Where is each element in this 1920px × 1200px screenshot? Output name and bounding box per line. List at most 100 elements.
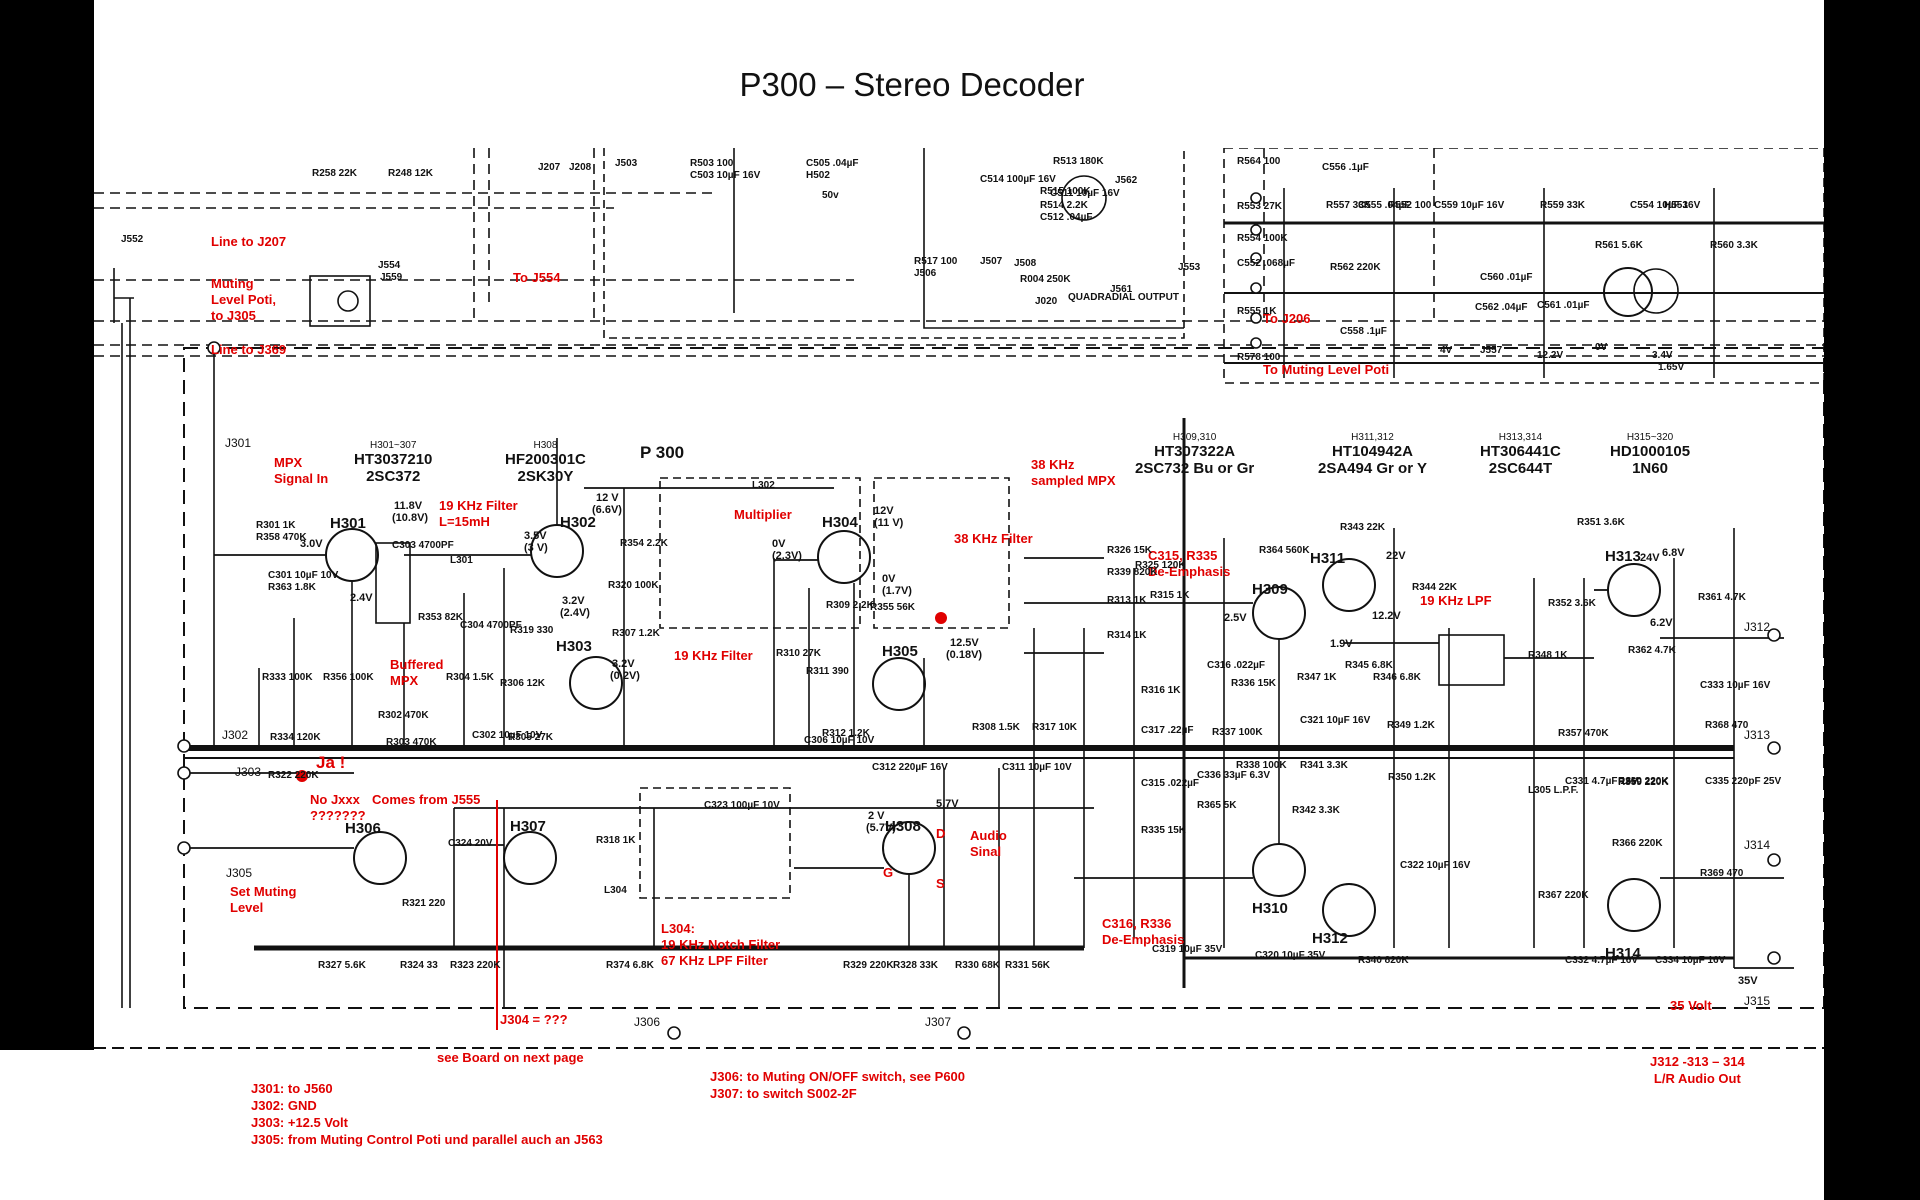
jack-label-j305: J305 [226,866,253,880]
voltage-label: 6.8V [1662,547,1685,559]
upper-component-label: J207 [538,162,561,173]
component-label: R321 220 [402,898,446,909]
note-fet-g: G [883,865,894,880]
note-j304: J304 = ??? [500,1012,568,1027]
component-label: R303 470K [386,737,437,748]
component-label: R318 1K [596,835,636,846]
voltage-label: (5.7V) [866,822,896,834]
component-label: C334 10µF 16V [1655,955,1726,966]
voltage-label: (0.2V) [610,670,640,682]
component-label: R366 220K [1612,838,1663,849]
upper-module [603,148,1824,384]
upper-component-label: J507 [980,256,1003,267]
component-label: C336 33µF 6.3V [1197,770,1271,781]
note-35-volt: 35 Volt [1670,998,1712,1013]
upper-component-label: C505 .04µF [806,158,859,169]
voltage-label: 35V [1738,975,1758,987]
upper-component-label: H553 [1664,200,1688,211]
upper-component-label: J020 [1035,296,1058,307]
voltage-label: 24V [1640,552,1660,564]
voltage-label: 2.4V [350,592,373,604]
transistor-label-h302: H302 [560,514,596,531]
component-label: R310 27K [776,648,822,659]
p300-board-frame [183,347,1824,1009]
upper-component-label: J506 [914,268,937,279]
upper-component-label: R553 27K [1237,201,1283,212]
upper-component-label: R578 100 [1237,352,1281,363]
component-label: R367 220K [1538,890,1589,901]
component-label: C324 20V [448,838,493,849]
voltage-label: 2.5V [1224,612,1247,624]
voltage-label: 0V [882,573,896,585]
component-label: R350 1.2K [1388,772,1436,783]
jack-label-j307: J307 [925,1015,952,1029]
marker-dot-38k [935,612,947,624]
upper-component-label: R555 1K [1237,306,1277,317]
upper-component-label: 50v [822,190,839,201]
component-label: R316 1K [1141,685,1181,696]
component-label: R333 100K [262,672,313,683]
component-label: R317 10K [1032,722,1078,733]
upper-component-label: C562 .04µF [1475,302,1528,313]
filter-blocks [375,477,1505,899]
component-label: R330 68K [955,960,1001,971]
component-label: C332 4.7µF 16V [1565,955,1639,966]
component-label: R369 470 [1700,868,1744,879]
upper-component-label: R514 2.2K [1040,200,1088,211]
transistor-label-h305: H305 [882,643,918,660]
upper-component-label: R562 220K [1330,262,1381,273]
transistor-label-h307: H307 [510,818,546,835]
note-fet-s: S [936,876,945,891]
marker-dot-ja [296,770,308,782]
transistor-label-h309: H309 [1252,581,1288,598]
transistor-header-4: H311,312 HT104942A 2SA494 Gr or Y [1318,432,1427,477]
component-label: R344 22K [1412,582,1458,593]
voltage-label: (1.7V) [882,585,912,597]
jack-points [177,341,1781,1040]
upper-component-label: 12.2V [1537,350,1564,361]
note-line-j207: Line to J207 [211,234,287,249]
upper-component-label: 1.65V [1658,362,1685,373]
upper-component-label: J503 [615,158,638,169]
transistor-label-h306: H306 [345,820,381,837]
upper-component-label: J508 [1014,258,1037,269]
component-label: R334 120K [270,732,321,743]
upper-component-label: R004 250K [1020,274,1071,285]
component-label: R301 1K [256,520,296,531]
upper-component-label: R561 5.6K [1595,240,1643,251]
note-no-jxxx: No Jxxx??????? [310,792,366,823]
page-title: P300 – Stereo Decoder [739,66,1085,103]
scan-right-border [1824,0,1920,1200]
transistor-label-h301: H301 [330,515,366,532]
voltage-label: 5.7V [936,798,959,810]
component-label: C302 10µF 10V [472,730,543,741]
note-to-j554: To J554 [513,270,561,285]
voltage-label: 12 V [596,492,619,504]
component-label: R329 220K [843,960,894,971]
quadradial-output [113,268,371,327]
component-label: R347 1K [1297,672,1337,683]
upper-component-label: C559 10µF 16V [1434,200,1505,211]
jack-label-j312: J312 [1744,620,1771,634]
component-label: R360 220K [1618,776,1669,787]
component-label: R342 3.3K [1292,805,1340,816]
upper-component-label: J562 [1115,175,1138,186]
upper-component-label: C511 10µF 16V [1050,188,1120,199]
component-label: R313 1K [1107,595,1147,606]
upper-component-label: R248 12K [388,168,434,179]
transistor-header-1: H301~307 HT3037210 2SC372 [354,440,433,485]
upper-component-label: C552 .068µF [1237,258,1296,269]
upper-component-label: C558 .1µF [1340,326,1387,337]
component-label: R338 100K [1236,760,1287,771]
jack-label-j301: J301 [225,436,252,450]
component-label: C306 10µF 10V [804,735,875,746]
component-label: R365 5K [1197,800,1237,811]
upper-component-label: J553 [1178,262,1201,273]
upper-component-label: QUADRADIAL OUTPUT [1068,292,1179,303]
